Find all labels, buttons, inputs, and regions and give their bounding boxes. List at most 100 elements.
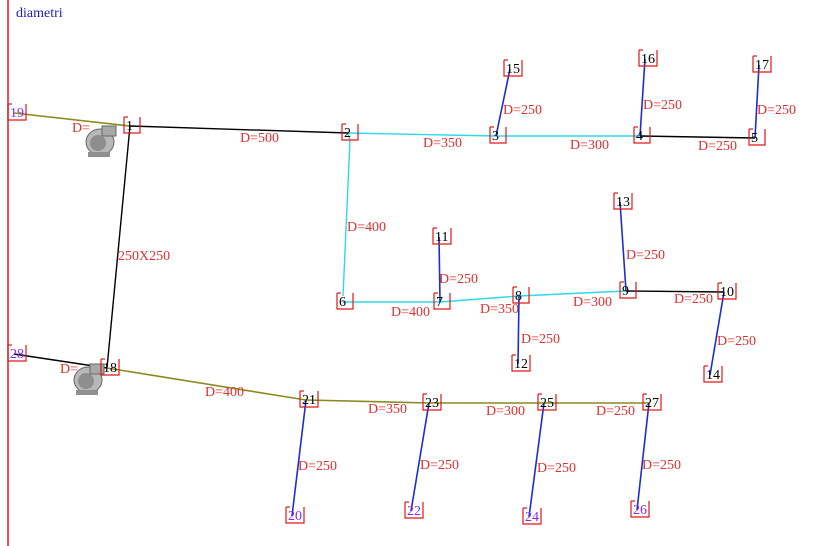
edge-label-28-18: D=: [60, 362, 78, 377]
node-27: 27: [642, 393, 662, 411]
edge-label-8-9: D=300: [573, 295, 612, 310]
edge-label-7-11: D=250: [439, 272, 478, 287]
fans-layer: [73, 125, 117, 395]
fan-1-icon: [85, 125, 117, 157]
node-label-9: 9: [622, 284, 629, 299]
node-7: 7: [433, 292, 451, 310]
fan-18-icon: [73, 363, 105, 395]
edge-2-6: [342, 132, 351, 297]
edge-label-1-18: 250X250: [118, 249, 170, 264]
node-label-2: 2: [344, 126, 351, 141]
edge-label-3-15: D=250: [503, 103, 542, 118]
node-label-19: 19: [10, 106, 24, 121]
edge-8-9: [518, 290, 627, 297]
edge-21-20: [291, 399, 307, 517]
edge-19-1: [13, 112, 131, 127]
node-label-12: 12: [514, 357, 528, 372]
edge-7-11: [438, 236, 441, 303]
node-14: 14: [703, 365, 723, 383]
node-label-18: 18: [103, 361, 117, 376]
node-15: 15: [503, 59, 523, 77]
node-11: 11: [432, 227, 452, 245]
edge-25-24: [528, 402, 545, 518]
edge-label-27-26: D=250: [642, 458, 681, 473]
node-label-13: 13: [616, 195, 630, 210]
node-label-11: 11: [435, 230, 448, 245]
edge-label-21-23: D=350: [368, 402, 407, 417]
edge-label-25-24: D=250: [537, 461, 576, 476]
node-label-26: 26: [633, 503, 647, 518]
node-4: 4: [633, 126, 651, 144]
node-label-7: 7: [436, 295, 443, 310]
node-label-14: 14: [706, 368, 720, 383]
node-22: 22: [404, 501, 424, 519]
edge-4-16: [639, 58, 646, 137]
node-26: 26: [630, 500, 650, 518]
node-25: 25: [537, 393, 557, 411]
diagram-title: diametri: [16, 6, 63, 21]
node-28: 28: [7, 344, 27, 362]
node-label-17: 17: [755, 58, 769, 73]
edge-label-6-7: D=400: [391, 305, 430, 320]
node-5: 5: [748, 128, 766, 146]
edges-layer: [13, 58, 760, 518]
node-1: 1: [123, 116, 141, 134]
node-19: 19: [7, 103, 27, 121]
node-label-15: 15: [506, 62, 520, 77]
edge-10-14: [709, 291, 725, 376]
edge-23-22: [410, 402, 430, 512]
edge-2-3: [347, 132, 497, 137]
edge-18-21: [106, 367, 307, 401]
edge-4-5: [639, 135, 756, 139]
node-label-10: 10: [720, 285, 734, 300]
node-12: 12: [511, 354, 531, 372]
edge-label-1-2: D=500: [240, 131, 279, 146]
node-24: 24: [522, 507, 542, 525]
edge-label-19-1: D=: [72, 121, 90, 136]
node-label-6: 6: [339, 295, 346, 310]
edge-label-4-16: D=250: [643, 98, 682, 113]
node-label-21: 21: [302, 393, 316, 408]
edge-1-18: [106, 125, 131, 369]
edge-9-10: [625, 290, 725, 293]
node-10: 10: [717, 282, 737, 300]
edge-label-23-22: D=250: [420, 458, 459, 473]
edge-label-25-27: D=250: [596, 404, 635, 419]
node-21: 21: [299, 390, 319, 408]
edge-9-13: [619, 201, 627, 292]
node-16: 16: [638, 49, 658, 67]
node-label-25: 25: [540, 396, 554, 411]
edge-7-8: [439, 295, 520, 303]
node-label-20: 20: [288, 509, 302, 524]
node-label-22: 22: [407, 504, 421, 519]
node-label-24: 24: [525, 510, 539, 525]
node-23: 23: [422, 393, 442, 411]
node-label-28: 28: [10, 347, 24, 362]
node-label-27: 27: [645, 396, 659, 411]
edge-label-10-14: D=250: [717, 334, 756, 349]
node-6: 6: [336, 292, 354, 310]
edge-21-23: [305, 399, 430, 404]
edge-label-8-12: D=250: [521, 332, 560, 347]
node-9: 9: [619, 281, 637, 299]
node-8: 8: [512, 286, 530, 304]
node-2: 2: [341, 123, 359, 141]
node-label-3: 3: [492, 129, 499, 144]
edge-27-26: [636, 402, 650, 511]
edge-label-7-8: D=350: [480, 302, 519, 317]
node-label-1: 1: [126, 119, 133, 134]
node-label-4: 4: [636, 129, 643, 144]
edge-8-12: [517, 295, 520, 365]
edge-label-9-13: D=250: [626, 248, 665, 263]
edge-label-18-21: D=400: [205, 385, 244, 400]
edge-label-23-25: D=300: [486, 404, 525, 419]
node-13: 13: [613, 192, 633, 210]
node-label-16: 16: [641, 52, 655, 67]
node-20: 20: [285, 506, 305, 524]
node-17: 17: [752, 55, 772, 73]
node-3: 3: [489, 126, 507, 144]
node-label-8: 8: [515, 289, 522, 304]
